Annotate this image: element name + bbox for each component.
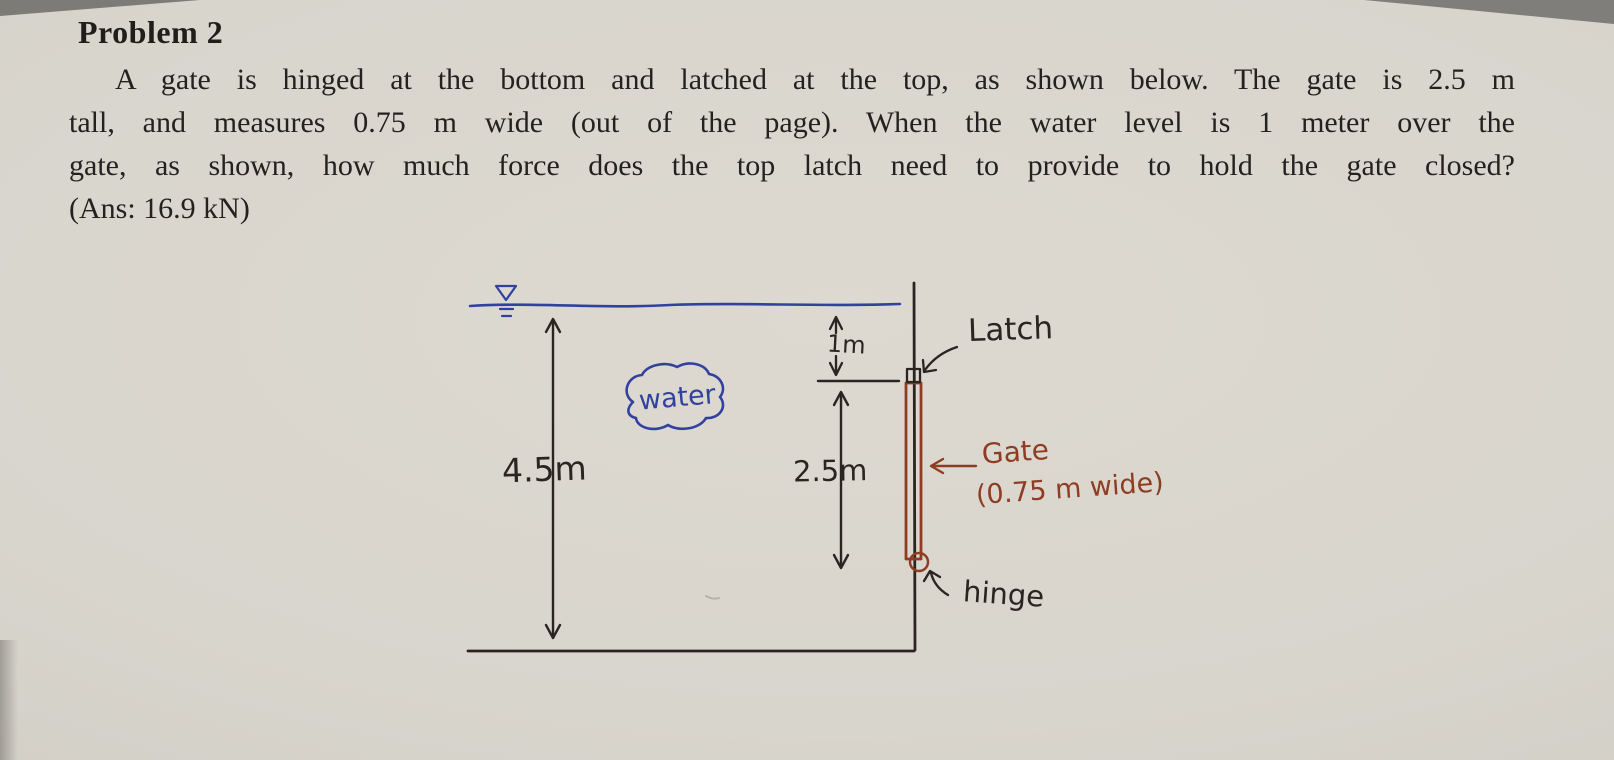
problem-title: Problem 2 <box>78 12 223 52</box>
head-dimension-label: 1m <box>826 330 866 360</box>
gate-width-label: (0.75 m wide) <box>975 467 1165 511</box>
gate-label: Gate <box>981 433 1050 471</box>
problem-statement: A gate is hinged at the bottom and latch… <box>69 58 1515 230</box>
head-dimension: 1m <box>826 315 866 377</box>
gate-annotation: Gate (0.75 m wide) <box>929 433 1165 511</box>
wall-line <box>912 281 917 652</box>
statement-line-2: tall, and measures 0.75 m wide (out of t… <box>69 106 1515 139</box>
problem-title-text: Problem 2 <box>78 14 224 50</box>
statement-line-1: A gate is hinged at the bottom and latch… <box>115 63 1515 96</box>
hinge-annotation: hinge <box>908 551 1045 614</box>
stray-mark <box>705 595 720 600</box>
water-surface-line <box>468 302 902 308</box>
free-surface-symbol <box>494 284 518 318</box>
latch-annotation: Latch <box>905 310 1054 384</box>
total-depth-label: 4.5m <box>501 448 587 490</box>
gate-height-dimension: 2.5m <box>793 390 868 570</box>
hinge-label: hinge <box>962 574 1045 614</box>
latch-label: Latch <box>967 310 1053 349</box>
latch-square <box>905 367 922 384</box>
statement-answer: (Ans: 16.9 kN) <box>69 192 250 225</box>
gate-height-label: 2.5m <box>793 453 868 488</box>
water-label: water <box>638 379 718 417</box>
statement-line-3: gate, as shown, how much force does the … <box>69 149 1515 182</box>
total-depth-dimension: 4.5m <box>501 317 587 640</box>
hinge-circle <box>908 551 930 573</box>
water-label-blob: water <box>625 362 725 431</box>
